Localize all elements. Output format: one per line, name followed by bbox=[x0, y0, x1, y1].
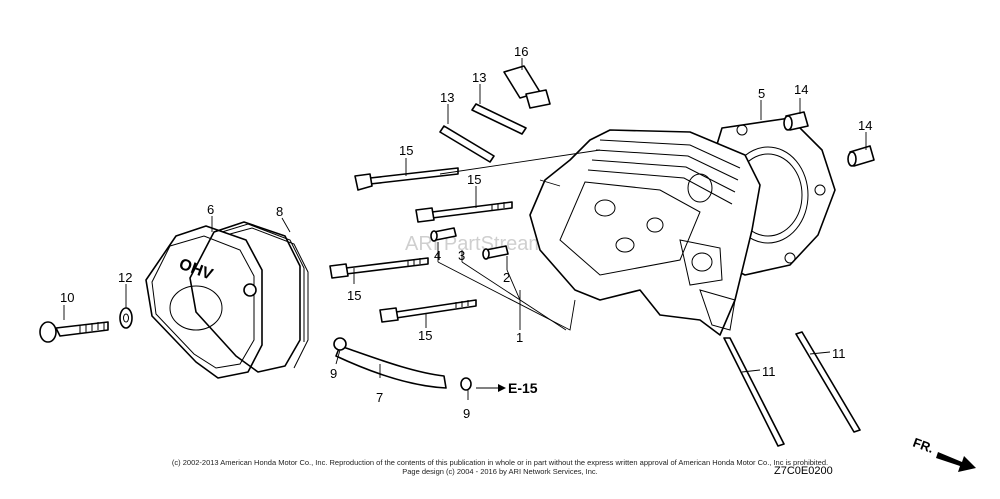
stud-bolt-right bbox=[795, 331, 861, 433]
diagram-code: Z7C0E0200 bbox=[774, 465, 833, 477]
dowel-pin-upper bbox=[783, 111, 809, 131]
callout-15-lower: 15 bbox=[418, 328, 432, 343]
callout-12: 12 bbox=[118, 270, 132, 285]
spark-plug bbox=[503, 65, 551, 109]
callout-15-top: 15 bbox=[399, 143, 413, 158]
callout-13-b: 13 bbox=[472, 70, 486, 85]
dowel-pin-lower bbox=[847, 145, 875, 167]
callout-1: 1 bbox=[516, 330, 523, 345]
special-bolt bbox=[39, 321, 109, 343]
callout-13-a: 13 bbox=[440, 90, 454, 105]
cylinder-head bbox=[529, 129, 761, 336]
copyright-line-2: Page design (c) 2004 - 2016 by ARI Netwo… bbox=[402, 467, 598, 476]
stud-bolt-left bbox=[723, 337, 785, 447]
reference-link[interactable]: E-15 bbox=[508, 380, 538, 396]
callout-6: 6 bbox=[207, 202, 214, 217]
tube-clip-b bbox=[460, 377, 472, 391]
callout-11-b: 11 bbox=[832, 346, 846, 361]
callout-16: 16 bbox=[514, 44, 528, 59]
dowel-pin-b bbox=[482, 245, 509, 260]
cover-gasket bbox=[189, 221, 309, 373]
flange-bolt-upper bbox=[415, 201, 513, 223]
breather-tube bbox=[335, 345, 447, 389]
cylinder-head-cover: OHV bbox=[145, 225, 263, 379]
callout-3: 3 bbox=[458, 248, 465, 263]
callout-15-middle: 15 bbox=[347, 288, 361, 303]
callout-9-a: 9 bbox=[330, 366, 337, 381]
callout-4: 4 bbox=[434, 248, 441, 263]
callout-14-b: 14 bbox=[858, 118, 872, 133]
callout-11-a: 11 bbox=[762, 364, 776, 379]
dowel-pin-a bbox=[430, 227, 457, 242]
stud-bolt-b bbox=[471, 103, 527, 135]
flange-bolt-top bbox=[354, 167, 459, 191]
copyright-line-1: (c) 2002-2013 American Honda Motor Co., … bbox=[171, 458, 829, 467]
callout-7: 7 bbox=[376, 390, 383, 405]
front-direction-arrow-icon: FR. bbox=[911, 435, 976, 472]
tube-clip-a bbox=[333, 337, 347, 351]
flange-bolt-lower bbox=[379, 299, 477, 323]
washer bbox=[119, 307, 133, 329]
flange-bolt-middle bbox=[329, 257, 429, 279]
callout-15-upper: 15 bbox=[467, 172, 481, 187]
stud-bolt-a bbox=[439, 125, 495, 163]
callout-10: 10 bbox=[60, 290, 74, 305]
callout-8: 8 bbox=[276, 204, 283, 219]
callout-14-a: 14 bbox=[794, 82, 808, 97]
callout-5: 5 bbox=[758, 86, 765, 101]
direction-label: FR. bbox=[911, 435, 936, 456]
callout-9-b: 9 bbox=[463, 406, 470, 421]
leader-lines bbox=[63, 58, 867, 400]
watermark: ARI PartStream bbox=[405, 233, 545, 255]
callout-2: 2 bbox=[503, 270, 510, 285]
